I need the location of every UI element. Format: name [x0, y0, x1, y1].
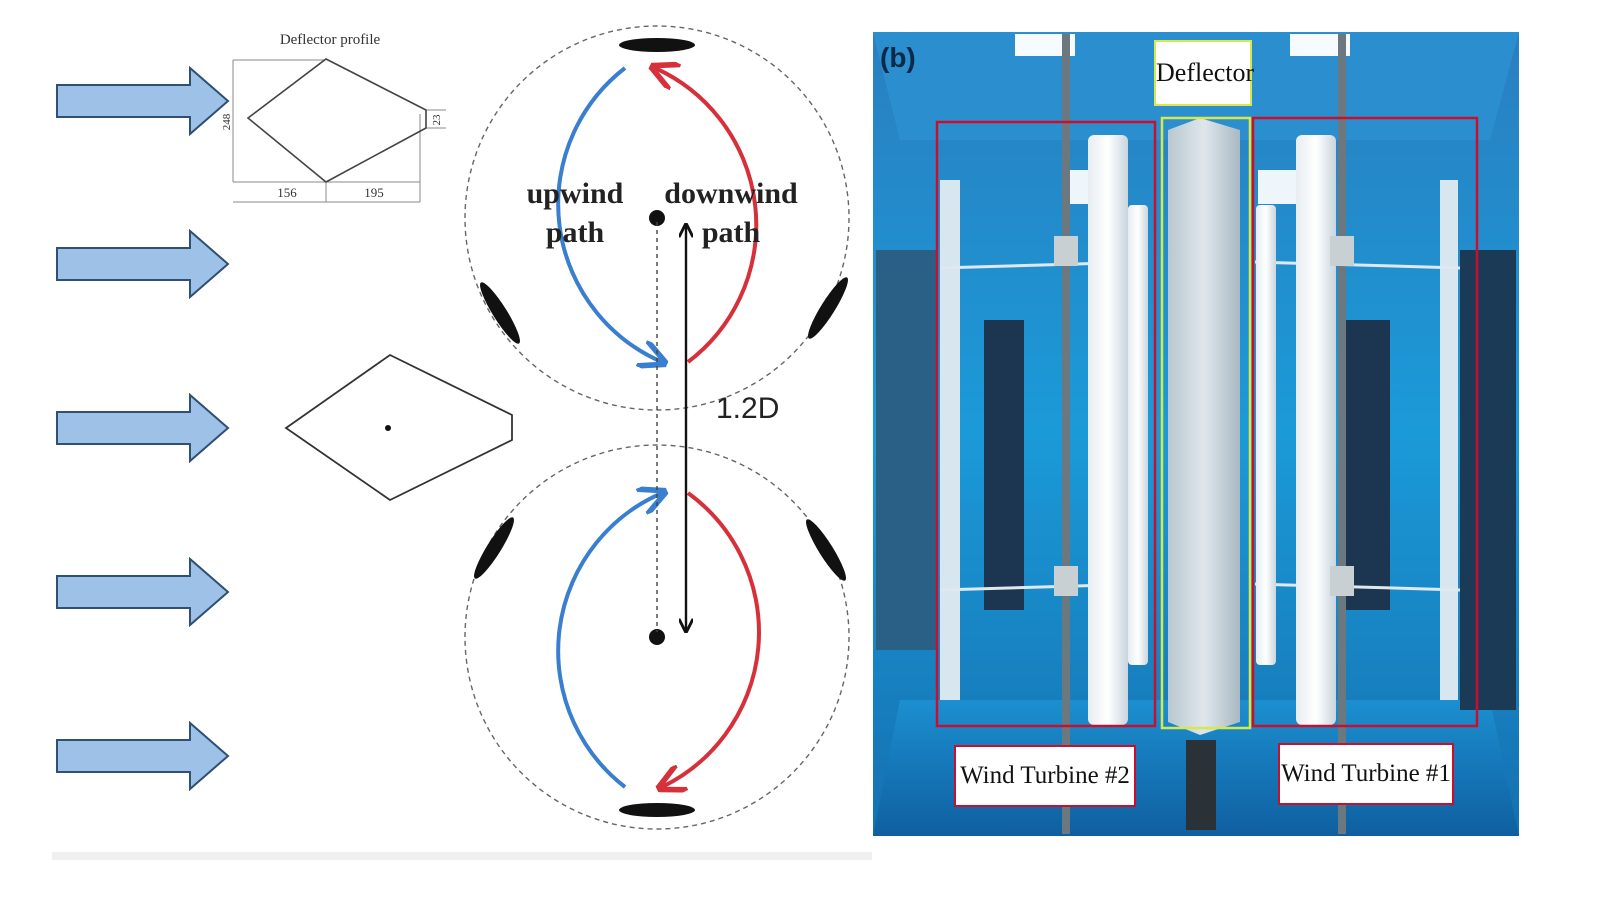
- profile-title: Deflector profile: [280, 32, 381, 48]
- rotor-top: [464, 25, 850, 411]
- turbine-right-label: Wind Turbine #1: [1278, 743, 1454, 805]
- blade: [806, 519, 846, 581]
- wind-arrows: [56, 65, 230, 792]
- deflector-diamond: [284, 353, 513, 502]
- deflector-box: [1160, 116, 1252, 730]
- turbine-left-label: Wind Turbine #2: [954, 745, 1136, 807]
- turbine-box-right: [1251, 116, 1479, 728]
- profile-shape: [246, 58, 427, 183]
- deflector-label: Deflector: [1154, 40, 1254, 106]
- dim-height: 248: [221, 113, 233, 130]
- dim-rear: 195: [364, 185, 384, 200]
- wind-arrow: [56, 720, 230, 792]
- blade: [808, 277, 848, 339]
- downwind-label-line2: path: [702, 216, 761, 249]
- dim-front: 156: [277, 185, 297, 200]
- turbine-box-left: [935, 120, 1157, 728]
- upwind-arc-top: [556, 66, 662, 362]
- blade: [474, 517, 514, 579]
- dim-tip: 23: [431, 114, 443, 126]
- deflector-plan: [284, 353, 513, 502]
- rotor-bottom-hub: [649, 629, 665, 645]
- wind-arrow: [56, 228, 230, 300]
- upwind-label-line2: path: [546, 216, 605, 249]
- wind-arrow: [56, 65, 230, 137]
- rotor-bottom-envelope: [464, 444, 850, 830]
- blade: [619, 803, 695, 817]
- downwind-label-line1: downwind: [664, 177, 798, 210]
- deflector-profile-inset: Deflector profile 248 23 156 195: [221, 32, 446, 203]
- wind-arrow: [56, 392, 230, 464]
- wind-arrow: [56, 556, 230, 628]
- blade: [619, 38, 695, 52]
- photo-panel: [873, 32, 1519, 836]
- downwind-arc-top: [655, 68, 759, 364]
- deflector-center: [385, 425, 391, 431]
- rotor-top-hub: [649, 210, 665, 226]
- panel-tag: (b): [880, 42, 916, 73]
- spacing-label: 1.2D: [716, 392, 779, 425]
- rotor-bottom: [464, 444, 850, 830]
- upwind-label-line1: upwind: [527, 177, 624, 210]
- downwind-arc-bottom: [662, 491, 761, 787]
- upwind-arc-bottom: [556, 493, 662, 789]
- blade: [480, 282, 520, 344]
